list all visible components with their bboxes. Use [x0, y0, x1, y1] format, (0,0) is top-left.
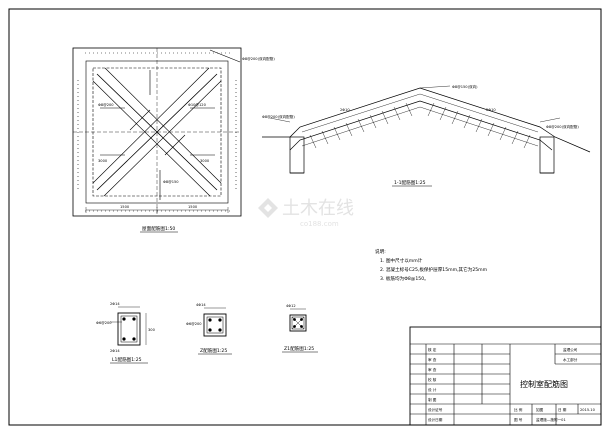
- beam-l1-h: 300: [148, 328, 156, 332]
- plan-dim-c: 1500: [188, 205, 198, 209]
- tb-number-label: 图 号: [514, 417, 523, 422]
- section-caption: 1-1配筋图1:25: [394, 179, 426, 186]
- tb-row-8: 设计日期: [428, 417, 443, 422]
- section-left-note: Φ8@200(双向配筋): [262, 114, 295, 119]
- beam-z1-top: 4Φ12: [286, 304, 296, 308]
- tb-org-1: 监理公司: [563, 347, 578, 352]
- beam-z1: [289, 308, 307, 332]
- tb-row-2: 审 查: [428, 357, 437, 362]
- tb-scale-label: 比 例: [514, 407, 523, 412]
- section-mid-note: Φ8@150(双向): [452, 84, 478, 89]
- tb-row-4: 校 核: [428, 377, 437, 382]
- section-rebar-left: 2Φ10: [340, 108, 350, 112]
- beam-l1: [110, 306, 147, 346]
- watermark-sub: co188.com: [300, 220, 339, 228]
- tb-row-5: 设 计: [428, 387, 437, 392]
- tb-org-2: 水工部分: [563, 357, 578, 362]
- plan-dim-b: 1500: [120, 205, 130, 209]
- beam-l1-top: 2Φ14: [110, 302, 120, 306]
- beam-l1-bot: 2Φ14: [110, 349, 120, 353]
- tb-row-7: 设计证号: [428, 407, 443, 412]
- plan-rebar-b: Φ10@120: [188, 103, 207, 107]
- watermark: 土木在线 co188.com: [258, 198, 354, 228]
- tb-number-value: 监理施—施附一01: [536, 417, 566, 422]
- plan-dim-d: 3000: [200, 159, 210, 163]
- beam-z-stirrup: Φ6@200: [186, 322, 202, 326]
- tb-date-label: 日 期: [558, 407, 567, 412]
- plan-top-note: Φ8@200(双向配筋): [242, 56, 275, 61]
- tb-scale-value: 如图: [536, 407, 544, 412]
- tb-row-1: 核 定: [428, 347, 437, 352]
- section-view: [262, 85, 591, 174]
- watermark-text: 土木在线: [282, 198, 354, 219]
- drawing-frame: [8, 8, 602, 426]
- notes-item-2: 2. 混凝土标号C25,板保护层厚15mm,其它为25mm: [380, 266, 488, 273]
- plan-caption: 屋面配筋图1:50: [142, 225, 175, 232]
- plan-view: [72, 47, 242, 217]
- watermark-logo-icon: [258, 198, 278, 218]
- tb-row-6: 制 图: [428, 397, 437, 402]
- tb-drawing-title: 控制室配筋图: [520, 379, 568, 389]
- beam-l1-caption: L1配筋图1:25: [112, 356, 142, 363]
- notes-item-3: 3. 板筋均为Φ8@150。: [380, 275, 429, 282]
- notes-heading: 说明:: [375, 248, 386, 255]
- section-rebar-right: 2Φ10: [486, 108, 496, 112]
- plan-rebar-c: Φ8@150: [163, 180, 179, 184]
- beam-z-caption: Z配筋图1:25: [200, 347, 227, 354]
- plan-dim-a: 3000: [98, 159, 108, 163]
- beam-l1-stirrup: Φ6@200: [96, 321, 112, 325]
- tb-row-3: 审 查: [428, 367, 437, 372]
- title-block: [409, 326, 602, 426]
- notes-item-1: 1. 图中尺寸以mm计: [380, 257, 423, 264]
- tb-date-value: 2015.10: [580, 408, 596, 412]
- section-right-note: Φ8@200(双向配筋): [546, 124, 579, 129]
- plan-rebar-a: Φ8@200: [98, 103, 114, 107]
- beam-z-top: 4Φ14: [196, 303, 206, 307]
- beam-z: [203, 307, 227, 337]
- beam-z1-caption: Z1配筋图1:25: [284, 345, 314, 352]
